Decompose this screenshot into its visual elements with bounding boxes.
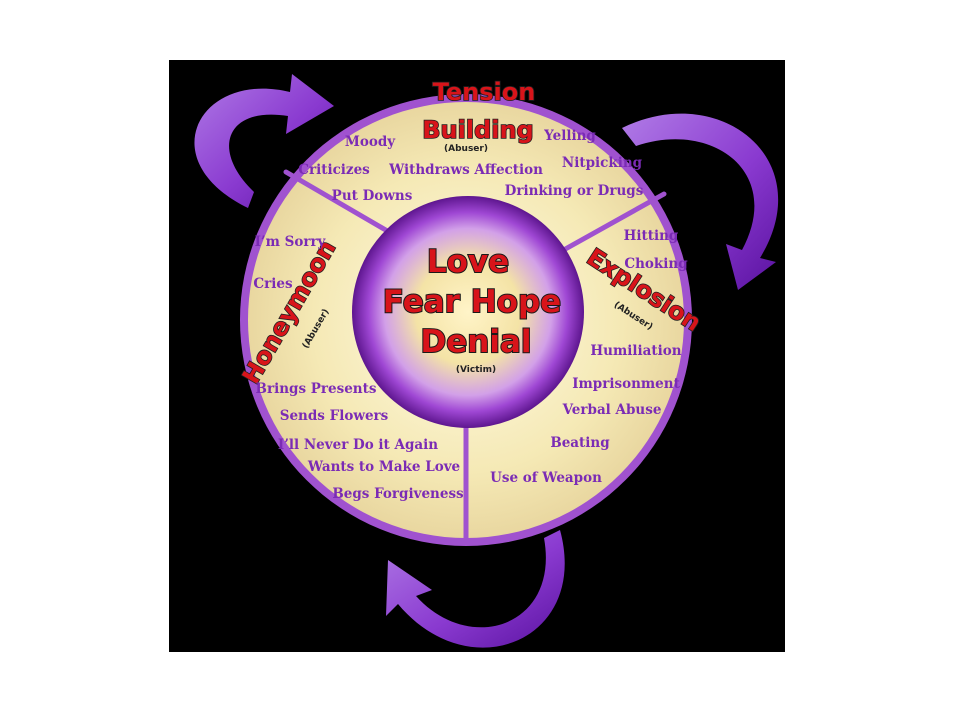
center-line-fear-hope: Fear Hope bbox=[383, 284, 561, 320]
explosion-item-humiliation: Humiliation bbox=[590, 343, 681, 359]
honeymoon-item-ill-never-do-it-again: I’ll Never Do it Again bbox=[278, 437, 438, 453]
tension-item-moody: Moody bbox=[345, 134, 396, 150]
tension-item-put-downs: Put Downs bbox=[332, 188, 413, 204]
center-sub-victim: (Victim) bbox=[456, 365, 496, 375]
explosion-item-use-of-weapon: Use of Weapon bbox=[490, 470, 602, 486]
explosion-item-verbal-abuse: Verbal Abuse bbox=[562, 402, 662, 418]
explosion-item-beating: Beating bbox=[550, 435, 610, 451]
segment-dividers bbox=[283, 169, 667, 543]
cycle-arrow-top-left bbox=[194, 74, 334, 208]
tension-item-yelling: Yelling bbox=[543, 128, 596, 144]
honeymoon-item-im-sorry: I’m Sorry bbox=[255, 234, 327, 250]
center-circle bbox=[352, 196, 584, 428]
honeymoon-item-wants-to-make-love: Wants to Make Love bbox=[307, 459, 460, 475]
tension-item-drinking-or-drugs: Drinking or Drugs bbox=[505, 183, 644, 199]
explosion-item-hitting: Hitting bbox=[624, 228, 679, 244]
honeymoon-item-begs-forgiveness: Begs Forgiveness bbox=[332, 486, 464, 502]
honeymoon-item-cries: Cries bbox=[253, 276, 293, 292]
tension-item-criticizes: Criticizes bbox=[298, 162, 370, 178]
cycle-arrow-bottom bbox=[386, 530, 565, 648]
explosion-item-choking: Choking bbox=[624, 256, 688, 272]
tension-item-nitpicking: Nitpicking bbox=[562, 155, 643, 171]
center-line-love: Love bbox=[427, 244, 509, 280]
honeymoon-item-brings-presents: Brings Presents bbox=[256, 381, 377, 397]
tension-title-line1: Tension bbox=[433, 78, 536, 106]
tension-title-line2: Building bbox=[422, 116, 534, 144]
center-line-denial: Denial bbox=[421, 324, 532, 360]
honeymoon-item-sends-flowers: Sends Flowers bbox=[280, 408, 389, 424]
tension-sub: (Abuser) bbox=[444, 144, 488, 154]
explosion-item-imprisonment: Imprisonment bbox=[572, 376, 680, 392]
cycle-arrow-right bbox=[622, 113, 779, 290]
tension-item-withdraws-affection: Withdraws Affection bbox=[388, 162, 543, 178]
